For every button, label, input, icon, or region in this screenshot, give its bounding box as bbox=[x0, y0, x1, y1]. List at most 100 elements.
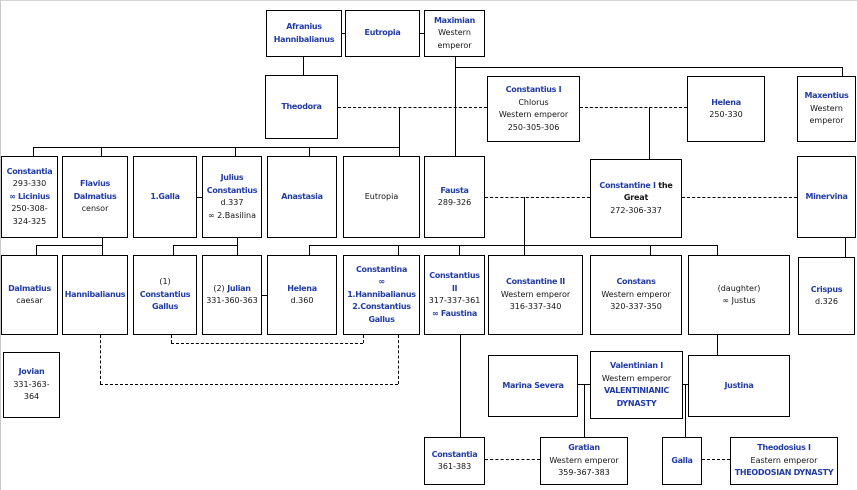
person-text-line: Dalmatius bbox=[74, 191, 117, 204]
solid-descent-connector bbox=[685, 384, 686, 437]
person-link[interactable]: Theodosius I bbox=[757, 443, 811, 453]
person-link[interactable]: Helena bbox=[711, 97, 741, 107]
person-box-galla: 1.Galla bbox=[133, 156, 197, 238]
person-text-line: 361-383 bbox=[438, 461, 471, 474]
person-text: 331-363- bbox=[13, 379, 50, 389]
person-link[interactable]: Galla bbox=[671, 455, 693, 465]
person-link[interactable]: Gallus bbox=[368, 314, 395, 324]
person-link[interactable]: Julian bbox=[227, 283, 251, 293]
person-text-line: Helena bbox=[711, 97, 741, 110]
person-box-hannibalianus: Hannibalianus bbox=[62, 255, 128, 335]
person-link[interactable]: Constantine II bbox=[506, 277, 565, 287]
person-link[interactable]: Constantine I bbox=[599, 180, 656, 190]
person-link[interactable]: THEODOSIAN DYNASTY bbox=[734, 468, 834, 478]
person-text-line: 359-367-383 bbox=[558, 467, 610, 480]
person-text-line: d.326 bbox=[815, 296, 838, 309]
person-link[interactable]: Dalmatius bbox=[73, 191, 117, 201]
person-link[interactable]: VALENTINIANIC bbox=[603, 386, 670, 395]
person-link[interactable]: Constans bbox=[616, 277, 656, 287]
person-link[interactable]: Afranius bbox=[286, 22, 322, 31]
person-text: ∞ 2.Basilina bbox=[207, 210, 257, 220]
person-box-minervina: Minervina bbox=[797, 156, 856, 238]
person-text-line: 289-326 bbox=[438, 197, 471, 210]
solid-descent-connector bbox=[173, 245, 174, 255]
person-link[interactable]: Constantius I bbox=[505, 85, 562, 94]
person-link[interactable]: Gallus bbox=[151, 302, 179, 312]
person-link[interactable]: DYNASTY bbox=[616, 398, 657, 408]
person-link[interactable]: Valentinian I bbox=[610, 361, 663, 370]
person-link[interactable]: Flavius bbox=[80, 179, 110, 189]
person-text-line: 1.Galla bbox=[150, 191, 180, 204]
dashed-marriage-connector bbox=[100, 335, 101, 384]
person-link[interactable]: Maximian bbox=[433, 15, 476, 25]
person-link[interactable]: Helena bbox=[287, 283, 317, 293]
person-link[interactable]: Constantia bbox=[431, 449, 478, 459]
person-text-line: Constantina bbox=[356, 264, 407, 277]
person-text-line: Gallus bbox=[368, 314, 394, 327]
person-text: Western bbox=[438, 28, 471, 38]
person-text: Eastern emperor bbox=[750, 455, 818, 465]
person-link[interactable]: Eutropia bbox=[364, 28, 401, 38]
person-link[interactable]: II bbox=[451, 283, 458, 293]
person-link[interactable]: Constantius bbox=[206, 185, 258, 195]
person-link[interactable]: Julius bbox=[220, 173, 244, 182]
person-text: 364 bbox=[23, 392, 40, 402]
person-box-theodora: Theodora bbox=[265, 75, 338, 139]
solid-descent-connector bbox=[399, 107, 400, 156]
person-text-line: II bbox=[451, 283, 458, 296]
person-link[interactable]: Anastasia bbox=[281, 191, 323, 201]
window-edge-left bbox=[0, 0, 1, 490]
person-link[interactable]: Gratian bbox=[568, 443, 600, 453]
person-link[interactable]: ∞ Faustina bbox=[432, 308, 477, 318]
person-link[interactable]: Constantia bbox=[6, 166, 53, 176]
solid-descent-connector bbox=[717, 335, 718, 355]
person-text: 250-330 bbox=[709, 110, 743, 119]
person-text-line: Theodosius I bbox=[757, 442, 811, 455]
person-text-line: censor bbox=[82, 203, 109, 216]
solid-descent-connector bbox=[650, 245, 651, 255]
person-link[interactable]: Justina bbox=[724, 380, 754, 390]
person-link[interactable]: Hannibalianus bbox=[273, 34, 335, 44]
person-link[interactable]: 1.Hannibalianus bbox=[347, 289, 416, 299]
person-link[interactable]: Fausta bbox=[440, 185, 469, 195]
person-link[interactable]: ∞ Licinius bbox=[9, 191, 50, 201]
person-text-line: Galla bbox=[671, 455, 693, 468]
person-text-line: Theodora bbox=[281, 101, 322, 114]
person-box-jovian: Jovian 331-363- 364 bbox=[3, 352, 60, 418]
person-link[interactable]: Dalmatius bbox=[8, 283, 51, 293]
person-text: Eutropia bbox=[364, 191, 399, 201]
person-text-line: Chlorus bbox=[518, 97, 548, 110]
person-link[interactable]: 2.Constantius bbox=[352, 302, 411, 312]
person-text-line: Great bbox=[624, 192, 648, 205]
person-text: Western emperor bbox=[498, 110, 569, 119]
person-link[interactable]: Maxentius bbox=[804, 91, 849, 101]
person-link[interactable]: Crispus bbox=[810, 284, 843, 294]
person-link[interactable]: Constantina bbox=[355, 264, 408, 274]
person-text-line: Gratian bbox=[568, 442, 600, 455]
person-link[interactable]: 1.Galla bbox=[150, 191, 180, 201]
person-link[interactable]: Minervina bbox=[805, 191, 848, 201]
person-text-line: Constantius I bbox=[506, 84, 562, 97]
person-text-line: Constantine II bbox=[506, 276, 565, 289]
person-link[interactable]: Hannibalianus bbox=[64, 289, 126, 299]
person-link[interactable]: ∞ bbox=[378, 277, 385, 287]
person-text-line: Constantius bbox=[139, 289, 191, 302]
person-link[interactable]: Jovian bbox=[18, 367, 45, 377]
person-link[interactable]: Constantius bbox=[139, 289, 191, 299]
person-text-line: 331-363- bbox=[13, 379, 49, 392]
person-text-line: Helena bbox=[287, 283, 317, 296]
person-link[interactable]: Marina Severa bbox=[502, 380, 564, 390]
person-text-line: (daughter) bbox=[718, 283, 761, 296]
solid-descent-connector bbox=[309, 245, 310, 255]
person-link[interactable]: Constantius bbox=[429, 271, 480, 280]
person-link[interactable]: Theodora bbox=[281, 101, 322, 111]
